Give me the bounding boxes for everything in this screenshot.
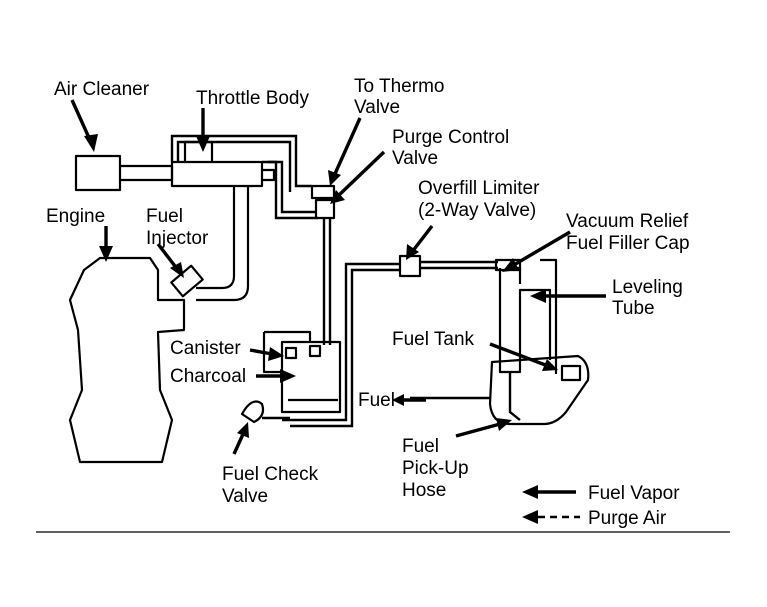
canister-to-tank-hose bbox=[282, 260, 498, 428]
label-purge-control-1: Purge Control bbox=[392, 127, 509, 148]
label-fuel-pickup-1: Fuel bbox=[402, 436, 439, 457]
label-fuel-injector-2: Injector bbox=[146, 228, 209, 249]
label-air-cleaner: Air Cleaner bbox=[54, 79, 150, 100]
label-leveling-1: Leveling bbox=[612, 277, 683, 298]
label-fuel-pickup-3: Hose bbox=[402, 480, 446, 501]
fuel-tank bbox=[488, 258, 590, 426]
legend-fuel-vapor: Fuel Vapor bbox=[588, 483, 680, 504]
canister-purge-line bbox=[322, 218, 332, 345]
legend-purge-air: Purge Air bbox=[588, 508, 667, 529]
air-cleaner bbox=[74, 154, 174, 192]
label-fuel-pickup-2: Pick-Up bbox=[402, 458, 469, 479]
label-leveling-2: Tube bbox=[612, 298, 655, 319]
label-vacuum-relief-1: Vacuum Relief bbox=[566, 211, 689, 232]
engine-block bbox=[68, 256, 186, 464]
label-charcoal: Charcoal bbox=[170, 366, 246, 387]
overfill-limiter bbox=[398, 254, 422, 278]
label-purge-control-2: Valve bbox=[392, 148, 438, 169]
label-engine: Engine bbox=[46, 206, 105, 227]
label-to-thermo-2: Valve bbox=[354, 97, 400, 118]
throttle-body bbox=[170, 140, 276, 188]
label-overfill-1: Overfill Limiter bbox=[418, 178, 540, 199]
label-fuel-tank: Fuel Tank bbox=[392, 329, 475, 350]
legend: Fuel Vapor Purge Air bbox=[522, 483, 680, 529]
fuel-check-valve bbox=[240, 400, 290, 424]
label-fuel-injector-1: Fuel bbox=[146, 206, 183, 227]
label-arrows bbox=[70, 99, 606, 455]
label-vacuum-relief-2: Fuel Filler Cap bbox=[566, 233, 690, 254]
charcoal-canister bbox=[262, 330, 342, 414]
purge-control-valve bbox=[310, 184, 336, 220]
intake-runner bbox=[196, 186, 250, 302]
throttle-to-purge-hoses bbox=[170, 134, 318, 220]
labels: Air Cleaner Throttle Body To Thermo Valv… bbox=[46, 76, 690, 507]
label-throttle-body: Throttle Body bbox=[196, 88, 309, 109]
label-fuel: Fuel bbox=[358, 390, 395, 411]
label-fuel-check-1: Fuel Check bbox=[222, 464, 319, 485]
label-overfill-2: (2-Way Valve) bbox=[418, 200, 536, 221]
label-to-thermo-1: To Thermo bbox=[354, 76, 444, 97]
label-canister: Canister bbox=[170, 338, 241, 359]
label-fuel-check-2: Valve bbox=[222, 486, 268, 507]
